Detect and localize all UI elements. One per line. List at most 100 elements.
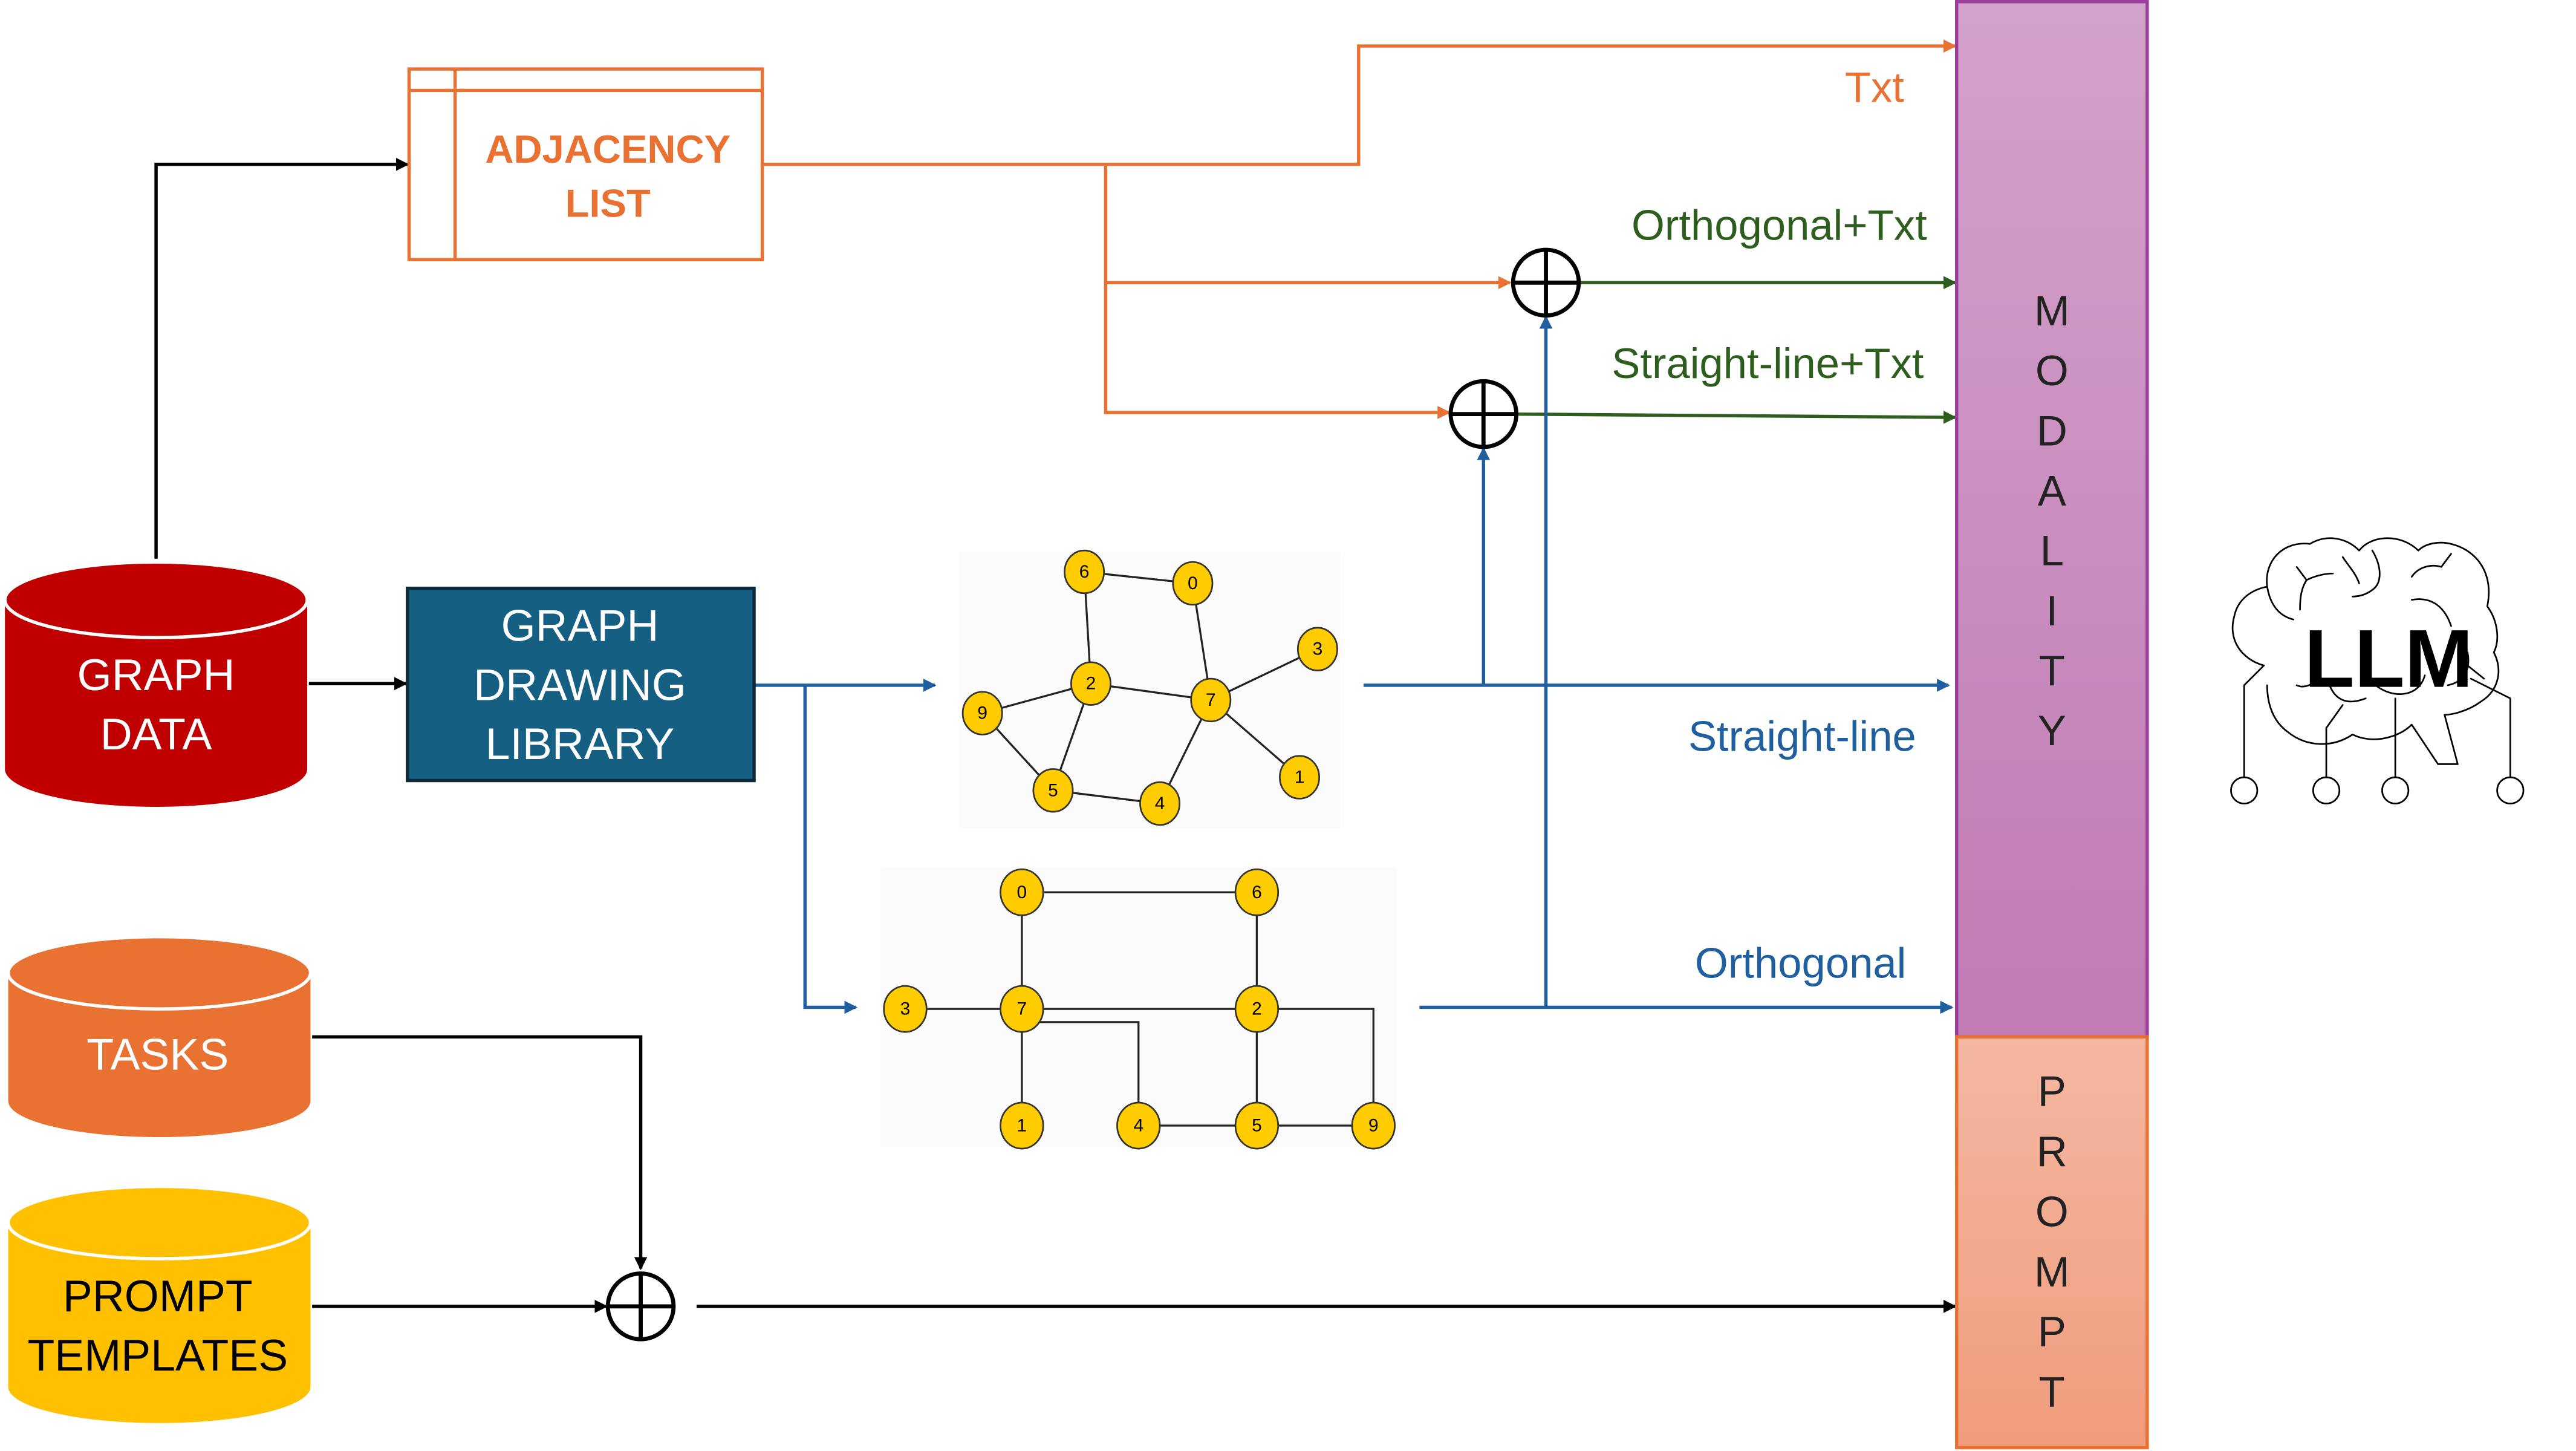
node-label: 3	[1313, 639, 1323, 659]
node-label: 4	[1133, 1116, 1143, 1136]
node-circle	[1172, 561, 1214, 606]
node-label: 0	[1017, 882, 1027, 902]
txt-label: Txt	[1845, 63, 1904, 111]
orthogonal-graph: 0 1 2 3 4 5 6 7 9	[883, 868, 1396, 1150]
modality-letter: O	[2035, 347, 2069, 394]
prompt-letter: R	[2037, 1127, 2067, 1175]
graph-node: 7	[1190, 677, 1232, 723]
graph-node: 9	[1351, 1101, 1396, 1150]
node-label: 7	[1206, 690, 1216, 710]
node-circle	[1000, 985, 1044, 1033]
straight-txt-arrow	[1516, 411, 1957, 424]
straight-line-label: Straight-line	[1688, 712, 1916, 760]
node-circle	[1000, 868, 1044, 916]
graph-data-label-2: DATA	[100, 709, 212, 759]
oplus-icon	[605, 1271, 676, 1342]
adjacency-to-orth-combine	[1104, 164, 1512, 290]
graph-edge	[1021, 1021, 1140, 1126]
node-label: 5	[1252, 1116, 1262, 1136]
modality-letter: L	[2040, 527, 2064, 575]
adjacency-list-box: ADJACENCY LIST	[407, 67, 764, 261]
node-label: 6	[1252, 882, 1262, 902]
orthogonal-label: Orthogonal	[1695, 939, 1906, 987]
node-circle	[1190, 677, 1232, 723]
library-label-2: DRAWING	[473, 660, 686, 709]
node-circle	[1000, 1101, 1044, 1150]
node-circle	[1032, 768, 1074, 813]
oplus-icon	[1448, 379, 1519, 449]
prompt-templates-label-1: PROMPT	[63, 1271, 253, 1321]
orange-connectors	[762, 39, 1957, 419]
straight-line-txt-label: Straight-line+Txt	[1612, 339, 1924, 387]
adjacency-label-1: ADJACENCY	[485, 127, 730, 171]
graph-node: 1	[1279, 755, 1320, 800]
modality-letter: M	[2034, 287, 2070, 334]
node-label: 1	[1017, 1116, 1027, 1136]
node-circle	[1070, 661, 1111, 706]
graph-node: 4	[1116, 1101, 1161, 1150]
library-label-3: LIBRARY	[486, 719, 675, 769]
library-to-orth-graph	[803, 685, 858, 1014]
node-label: 1	[1295, 768, 1305, 787]
node-circle	[961, 691, 1003, 735]
graph-node: 6	[1234, 868, 1280, 916]
node-label: 9	[977, 703, 987, 723]
black-connectors	[154, 157, 1957, 1313]
adjacency-label-2: LIST	[565, 181, 651, 226]
node-circle	[1139, 781, 1181, 826]
modality-letter: D	[2037, 406, 2067, 454]
graph-data-cylinder: GRAPH DATA	[3, 560, 309, 807]
txt-arrow	[762, 39, 1957, 166]
prompt-templates-cylinder: PROMPT TEMPLATES	[6, 1184, 313, 1423]
node-label: 6	[1079, 562, 1090, 582]
graph-drawing-library-box: GRAPH DRAWING LIBRARY	[406, 586, 756, 783]
graph-data-label-1: GRAPH	[77, 650, 235, 700]
graph-node: 3	[883, 985, 928, 1033]
node-circle	[1234, 1101, 1280, 1150]
prompt-letter: P	[2038, 1308, 2066, 1355]
graphdata-to-adjacency-arrow	[154, 157, 409, 559]
graph-node: 4	[1139, 781, 1181, 826]
node-circle	[1064, 549, 1105, 595]
adjacency-to-straight-combine	[1104, 282, 1451, 419]
node-circle	[1351, 1101, 1396, 1150]
library-label-1: GRAPH	[501, 601, 659, 651]
modality-letter: Y	[2038, 706, 2066, 754]
graph-node: 3	[1296, 627, 1338, 671]
graph-node: 7	[1000, 985, 1044, 1033]
blue-connectors	[754, 315, 1954, 1014]
node-label: 0	[1188, 573, 1198, 593]
llm-brain-icon	[2230, 537, 2525, 804]
node-circle	[1279, 755, 1320, 800]
green-connectors	[1516, 276, 1957, 424]
tasks-cylinder: TASKS	[6, 934, 313, 1138]
node-circle	[1296, 627, 1338, 671]
node-circle	[883, 985, 928, 1033]
prompt-letter: O	[2035, 1187, 2069, 1235]
node-label: 2	[1252, 999, 1262, 1019]
oplus-icon	[1511, 247, 1581, 318]
node-label: 3	[900, 999, 911, 1019]
node-circle	[1116, 1101, 1161, 1150]
combine-operators	[605, 247, 1581, 1342]
graph-node: 0	[1172, 561, 1214, 606]
node-label: 5	[1048, 780, 1058, 800]
graph-node: 0	[1000, 868, 1044, 916]
modality-letter: T	[2039, 647, 2065, 694]
modality-letter: A	[2038, 466, 2066, 514]
graph-node: 1	[1000, 1101, 1044, 1150]
graph-node: 2	[1070, 661, 1111, 706]
graph-node: 5	[1234, 1101, 1280, 1150]
tasks-to-combine-arrow	[312, 1035, 648, 1271]
llm-label: LLM	[2304, 613, 2473, 705]
prompt-templates-label-2: TEMPLATES	[27, 1331, 288, 1380]
node-label: 2	[1086, 674, 1096, 694]
graph-node: 6	[1064, 549, 1105, 595]
prompt-block	[1955, 1035, 2149, 1450]
orthogonal-txt-label: Orthogonal+Txt	[1631, 201, 1927, 249]
graph-node: 2	[1234, 985, 1280, 1033]
straight-line-graph: 0 1 2 3 4 5 6 7 9	[961, 549, 1338, 826]
prompt-letter: T	[2039, 1368, 2065, 1416]
